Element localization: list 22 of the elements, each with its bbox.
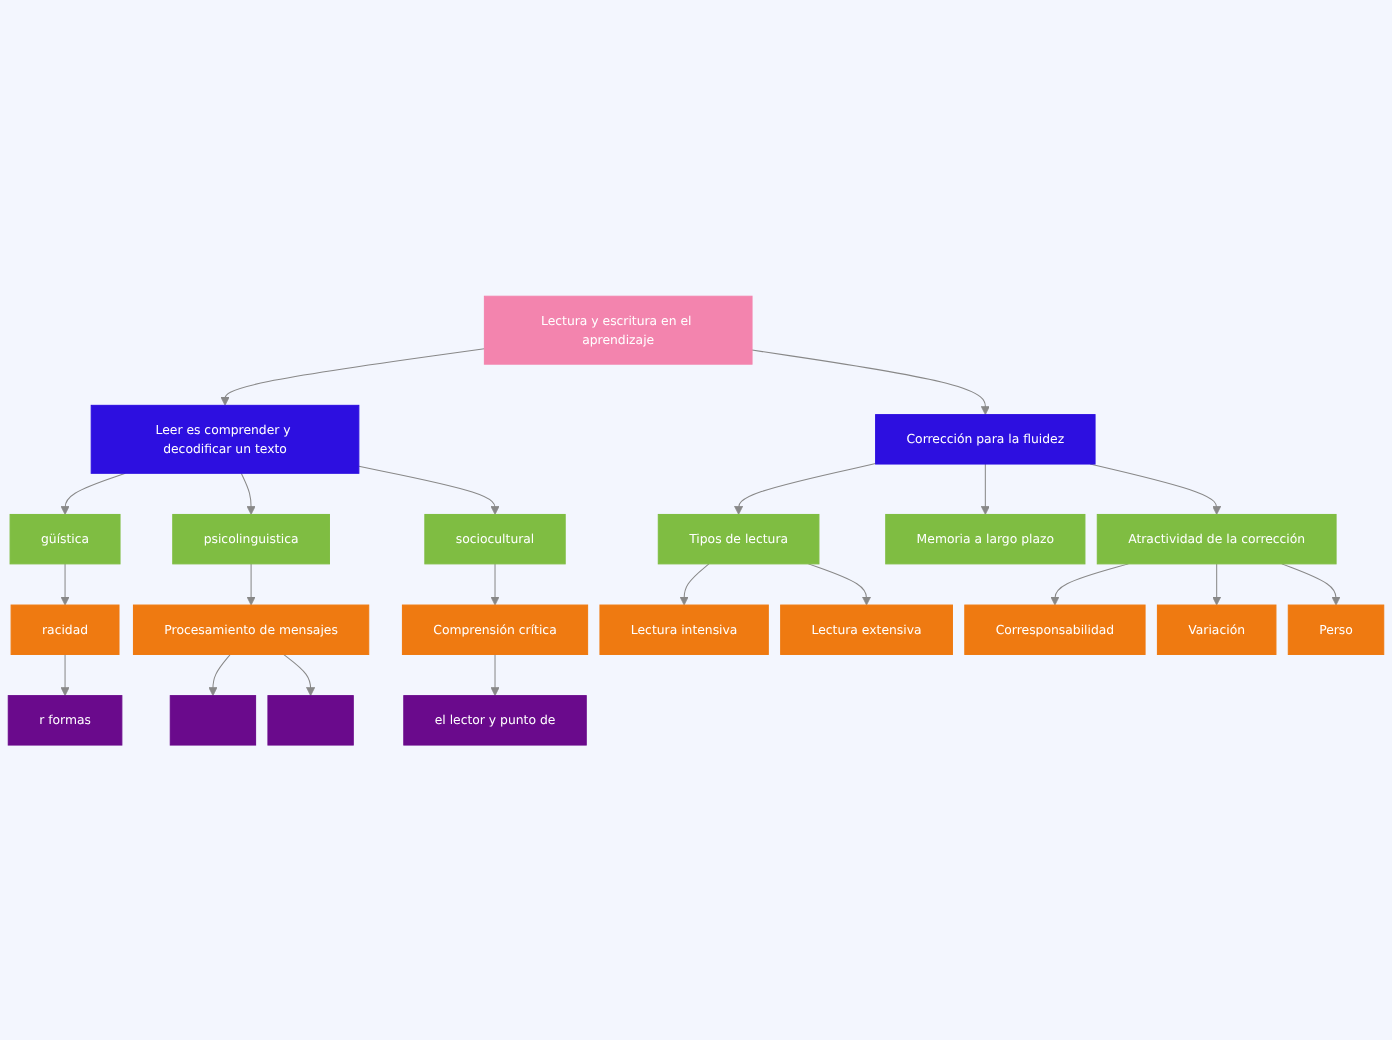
arrow (60, 653, 70, 696)
node-box (169, 694, 257, 745)
arrow (490, 653, 500, 696)
arrow (358, 465, 500, 515)
arrow (1212, 562, 1222, 605)
arrow (1089, 462, 1222, 515)
arrow (283, 653, 316, 696)
arrow (246, 562, 256, 605)
arrow (60, 562, 70, 605)
arrow (220, 347, 485, 406)
arrow (490, 562, 500, 605)
arrow (1050, 562, 1129, 605)
arrow (679, 562, 710, 605)
node-box (267, 694, 354, 745)
arrow (980, 462, 990, 515)
arrow (60, 472, 126, 515)
arrow (807, 562, 872, 605)
arrow (240, 472, 256, 515)
arrow (751, 348, 990, 415)
arrow (1281, 562, 1341, 605)
arrow (734, 462, 877, 515)
arrow (208, 653, 231, 696)
